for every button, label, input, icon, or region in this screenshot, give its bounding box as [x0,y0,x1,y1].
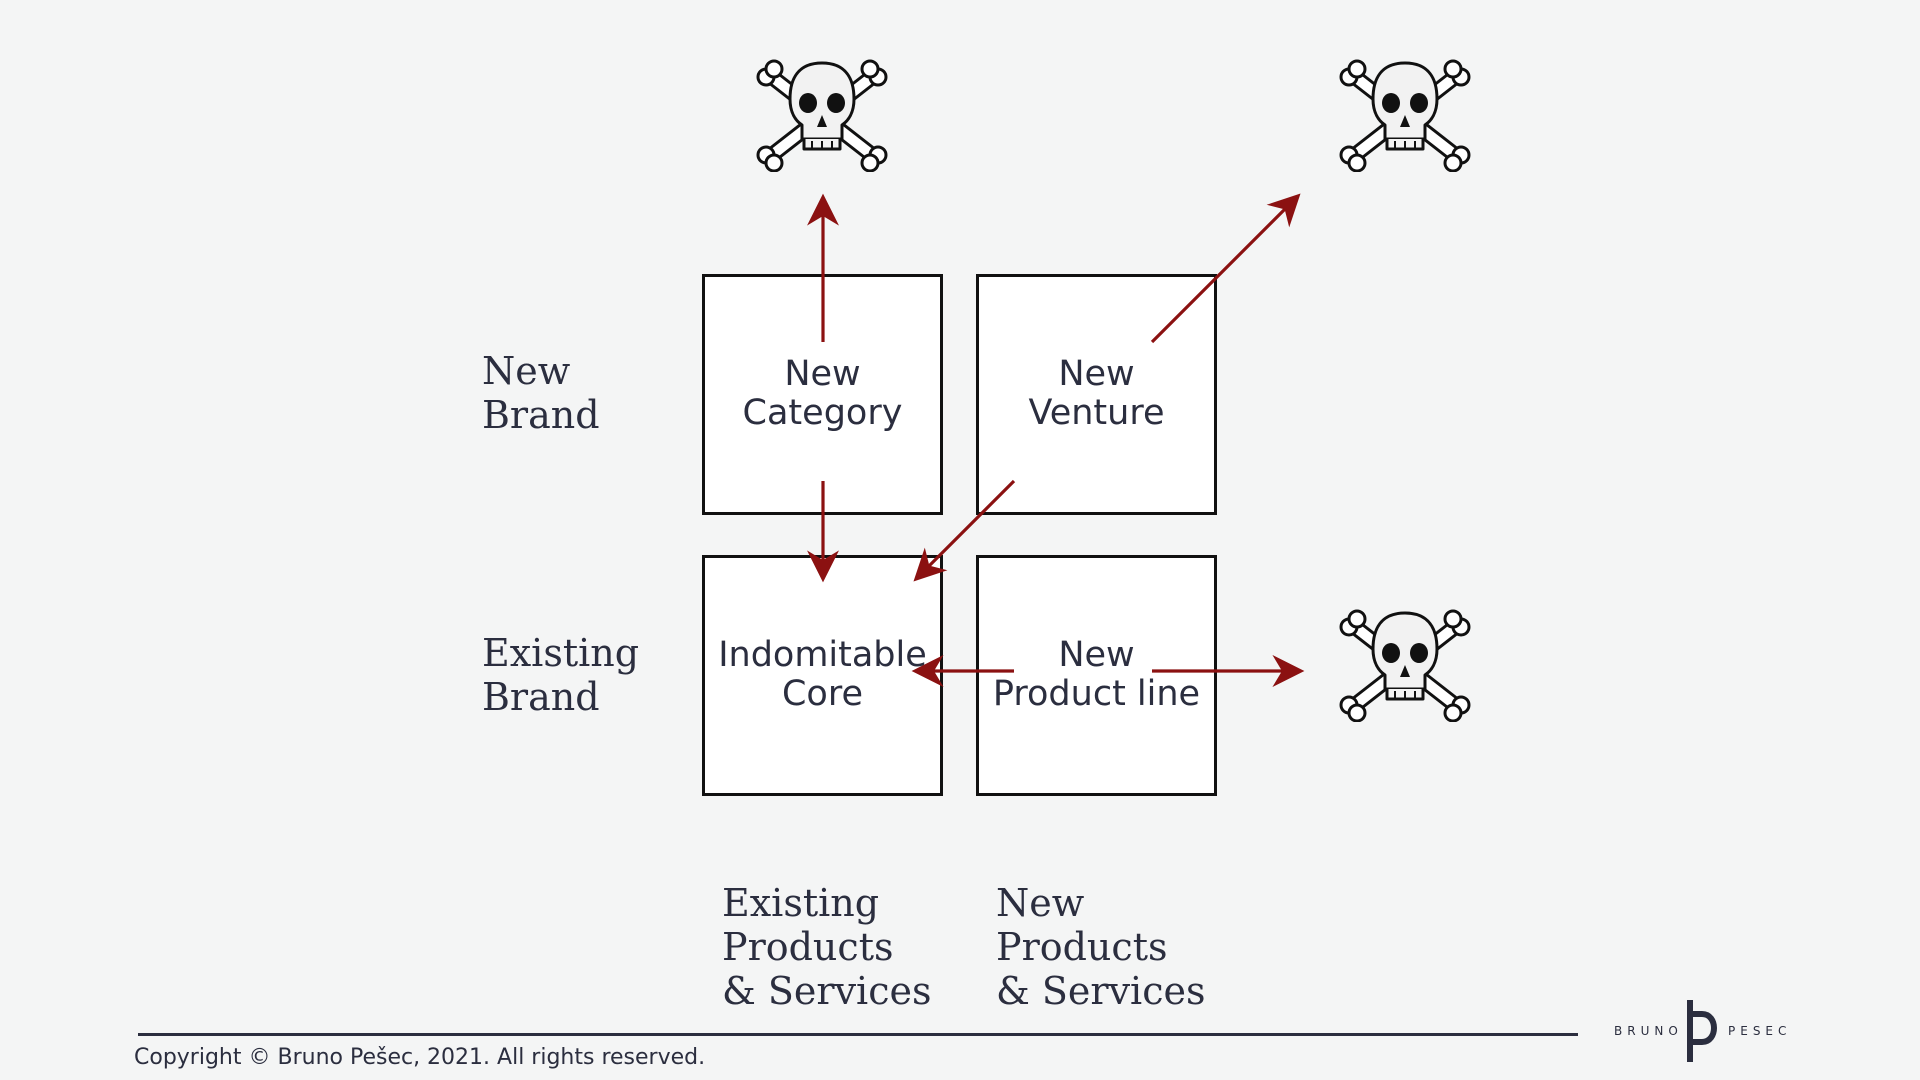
new-venture-label: New Venture [1028,354,1165,433]
row-label-new-brand: New Brand [482,349,600,437]
indomitable-core-label: Indomitable Core [718,635,927,714]
new-category-box: New Category [702,274,943,515]
logo-text-pesec: PESEC [1728,1024,1792,1038]
logo-text-bruno: BRUNO [1614,1024,1683,1038]
column-label-new-products: New Products & Services [996,881,1206,1013]
new-category-label: New Category [742,354,903,433]
column-label-existing-products: Existing Products & Services [722,881,932,1013]
logo-mark-icon [1687,1000,1717,1062]
new-product-line-label: New Product line [992,635,1201,714]
skull-crossbones-icon [752,57,892,172]
new-venture-box: New Venture [976,274,1217,515]
skull-crossbones-icon [1335,607,1475,722]
indomitable-core-box: Indomitable Core [702,555,943,796]
bruno-pesec-logo: BRUNO PESEC [1600,996,1800,1066]
footer-divider [138,1033,1578,1036]
skull-crossbones-icon [1335,57,1475,172]
new-product-line-box: New Product line [976,555,1217,796]
row-label-existing-brand: Existing Brand [482,631,640,719]
copyright-text: Copyright © Bruno Pešec, 2021. All right… [134,1045,706,1070]
